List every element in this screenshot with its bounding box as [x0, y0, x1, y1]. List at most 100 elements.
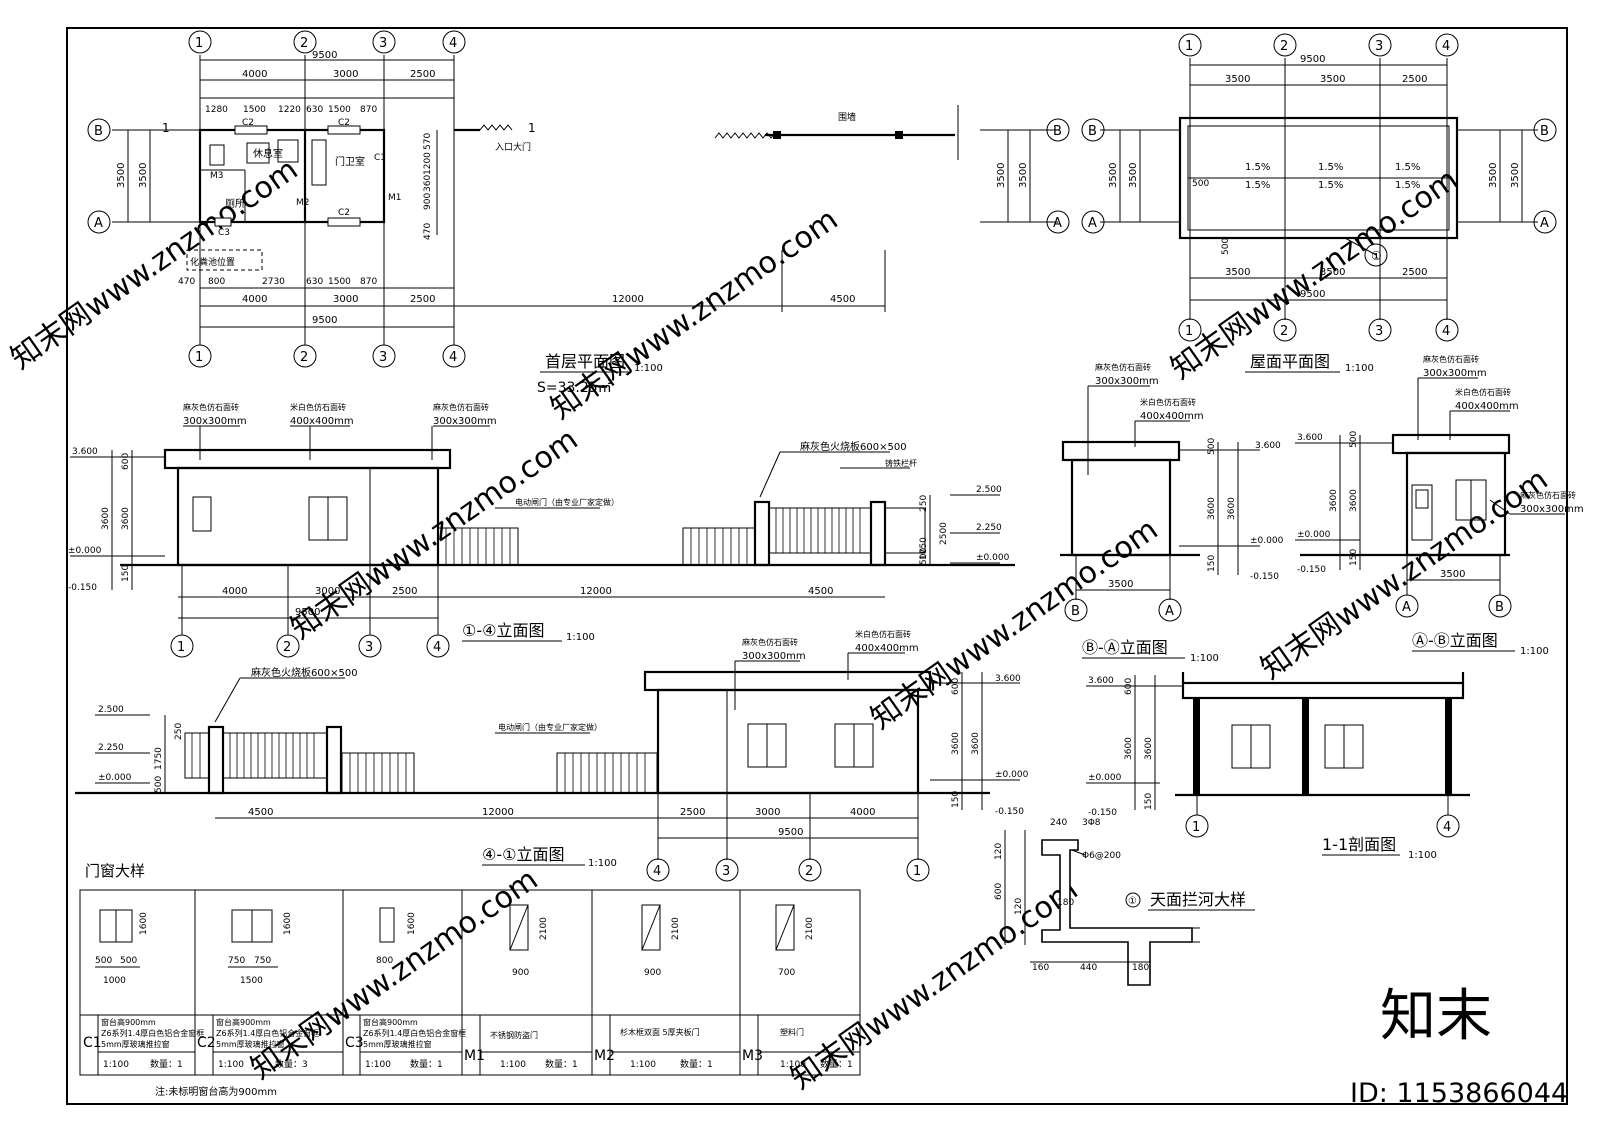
- svg-text:1: 1: [1185, 324, 1193, 339]
- svg-text:A: A: [1402, 600, 1411, 615]
- svg-text:M1: M1: [388, 193, 402, 203]
- svg-text:3600: 3600: [1207, 497, 1217, 520]
- svg-text:1500: 1500: [243, 105, 266, 115]
- svg-text:A: A: [1088, 216, 1097, 231]
- svg-text:2.500: 2.500: [976, 485, 1002, 495]
- svg-text:3000: 3000: [315, 586, 340, 597]
- svg-text:A: A: [94, 216, 103, 231]
- svg-text:B: B: [1495, 600, 1504, 615]
- svg-text:M2: M2: [594, 1048, 615, 1064]
- svg-text:1:100: 1:100: [1190, 653, 1219, 664]
- svg-text:180: 180: [1132, 963, 1149, 973]
- svg-text:2500: 2500: [392, 586, 417, 597]
- watermark-site: 知末网www.znzmo.com: [5, 152, 305, 377]
- svg-text:2: 2: [300, 36, 308, 51]
- elevation-a-b-title: Ⓐ-Ⓑ立面图: [1412, 631, 1498, 650]
- svg-text:1:100: 1:100: [218, 1060, 244, 1070]
- svg-text:1200: 1200: [423, 152, 433, 175]
- svg-text:4: 4: [1442, 39, 1450, 54]
- svg-text:1280: 1280: [205, 105, 228, 115]
- svg-text:160: 160: [1032, 963, 1049, 973]
- svg-text:600: 600: [1124, 678, 1134, 695]
- svg-text:870: 870: [360, 105, 377, 115]
- svg-text:630: 630: [306, 277, 323, 287]
- svg-text:数量：1: 数量：1: [680, 1058, 713, 1070]
- watermark-site: 知末网www.znzmo.com: [245, 862, 545, 1087]
- svg-text:300x300mm: 300x300mm: [1095, 376, 1159, 387]
- svg-text:9500: 9500: [295, 607, 320, 618]
- svg-text:120: 120: [1014, 898, 1024, 915]
- svg-text:1.5%: 1.5%: [1395, 162, 1420, 173]
- watermark-site: 知末网www.znzmo.com: [865, 512, 1165, 737]
- svg-text:3600: 3600: [121, 507, 131, 530]
- svg-text:2100: 2100: [671, 917, 681, 940]
- svg-text:870: 870: [360, 277, 377, 287]
- svg-text:C1: C1: [83, 1035, 102, 1051]
- svg-text:3000: 3000: [333, 294, 358, 305]
- svg-text:窗台高900mm: 窗台高900mm: [363, 1017, 418, 1027]
- svg-text:1.5%: 1.5%: [1395, 180, 1420, 191]
- svg-text:麻灰色火烧板600×500: 麻灰色火烧板600×500: [251, 666, 358, 679]
- svg-text:4000: 4000: [242, 69, 267, 80]
- svg-text:2.250: 2.250: [98, 743, 124, 753]
- svg-text:1:100: 1:100: [500, 1060, 526, 1070]
- svg-text:-0.150: -0.150: [1297, 565, 1326, 575]
- svg-text:1:100: 1:100: [588, 858, 617, 869]
- roof-title: 屋面平面图: [1250, 352, 1330, 371]
- svg-text:厕所: 厕所: [225, 198, 245, 210]
- svg-text:2730: 2730: [262, 277, 285, 287]
- svg-text:5mm厚玻璃推拉窗: 5mm厚玻璃推拉窗: [363, 1039, 432, 1049]
- svg-text:麻灰色仿石面砖: 麻灰色仿石面砖: [1423, 354, 1479, 364]
- svg-text:900: 900: [644, 968, 661, 978]
- svg-text:180: 180: [1057, 898, 1074, 908]
- svg-text:2.500: 2.500: [98, 705, 124, 715]
- svg-text:12000: 12000: [612, 294, 644, 305]
- sheet-border: [66, 27, 1568, 1105]
- svg-text:750: 750: [228, 956, 245, 966]
- svg-text:数量：1: 数量：1: [820, 1058, 853, 1070]
- svg-text:3.600: 3.600: [1255, 441, 1281, 451]
- parapet-title: 天面拦河大样: [1150, 890, 1246, 909]
- svg-text:4500: 4500: [248, 807, 273, 818]
- svg-text:3500: 3500: [1225, 267, 1250, 278]
- svg-text:300x300mm: 300x300mm: [742, 651, 806, 662]
- svg-text:1: 1: [1185, 39, 1193, 54]
- svg-text:1:100: 1:100: [1345, 363, 1374, 374]
- svg-text:入口大门: 入口大门: [495, 141, 531, 153]
- roof-plan: 1 2 3 4 1 2 3 4 9500 3500 3500 2500 1.5%…: [1081, 33, 1557, 374]
- svg-text:150: 150: [1349, 549, 1359, 566]
- svg-text:A: A: [1165, 604, 1174, 619]
- svg-text:-0.150: -0.150: [1088, 808, 1117, 818]
- svg-text:900: 900: [423, 193, 433, 210]
- schedule-note: 注:未标明窗台高为900mm: [155, 1085, 277, 1098]
- svg-text:1500: 1500: [240, 976, 263, 986]
- svg-text:C3: C3: [345, 1035, 364, 1051]
- svg-text:750: 750: [254, 956, 271, 966]
- svg-text:A: A: [1053, 216, 1062, 231]
- floor-plan: 1 2 3 4 1 2 3 4 B A 9500 4000 3000 2500 …: [87, 30, 959, 396]
- svg-text:3: 3: [1375, 324, 1383, 339]
- svg-text:①: ①: [1371, 249, 1382, 263]
- svg-text:3000: 3000: [333, 69, 358, 80]
- svg-text:门卫室: 门卫室: [335, 155, 365, 168]
- svg-text:1500: 1500: [328, 277, 351, 287]
- svg-text:数量：3: 数量：3: [275, 1058, 308, 1070]
- svg-text:1.5%: 1.5%: [1245, 162, 1270, 173]
- svg-text:C2: C2: [338, 118, 350, 128]
- svg-text:3600: 3600: [951, 732, 961, 755]
- svg-text:1:100: 1:100: [365, 1060, 391, 1070]
- svg-text:米白色仿石面砖: 米白色仿石面砖: [290, 402, 346, 412]
- svg-text:300x300mm: 300x300mm: [433, 416, 497, 427]
- svg-text:3600: 3600: [101, 507, 111, 530]
- svg-text:3500: 3500: [1225, 74, 1250, 85]
- svg-text:630: 630: [306, 105, 323, 115]
- svg-text:500: 500: [1207, 438, 1217, 455]
- svg-text:250: 250: [174, 723, 184, 740]
- svg-text:2: 2: [300, 350, 308, 365]
- svg-text:500: 500: [154, 776, 164, 793]
- svg-text:±0.000: ±0.000: [98, 773, 132, 783]
- svg-text:±0.000: ±0.000: [1088, 773, 1122, 783]
- svg-text:2500: 2500: [1402, 74, 1427, 85]
- svg-text:2: 2: [283, 640, 291, 655]
- svg-text:570: 570: [423, 133, 433, 150]
